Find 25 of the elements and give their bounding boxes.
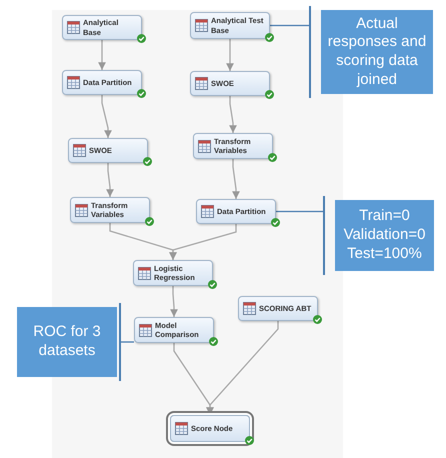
process-node [62, 15, 142, 40]
process-node [196, 199, 276, 224]
process-node [62, 70, 142, 95]
leader-line [270, 24, 309, 26]
process-node [70, 197, 150, 223]
callout-box: Train=0 Validation=0 Test=100% [323, 196, 434, 275]
arrow [226, 39, 234, 71]
process-node [133, 260, 213, 286]
arrow [169, 224, 237, 260]
process-node [68, 138, 148, 163]
leader-line [276, 210, 323, 212]
arrow [98, 40, 106, 70]
process-node [190, 12, 270, 39]
arrow [232, 159, 240, 199]
process-node [190, 71, 270, 96]
process-node [193, 133, 273, 159]
process-node [238, 296, 318, 321]
arrow [106, 163, 114, 197]
callout-box: Actual responses and scoring data joined [309, 6, 433, 98]
callout-box: ROC for 3 datasets [17, 303, 121, 381]
arrow [101, 95, 112, 138]
arrow [229, 96, 237, 133]
leader-line [121, 341, 134, 343]
arrow [170, 286, 178, 317]
process-node [134, 317, 214, 343]
